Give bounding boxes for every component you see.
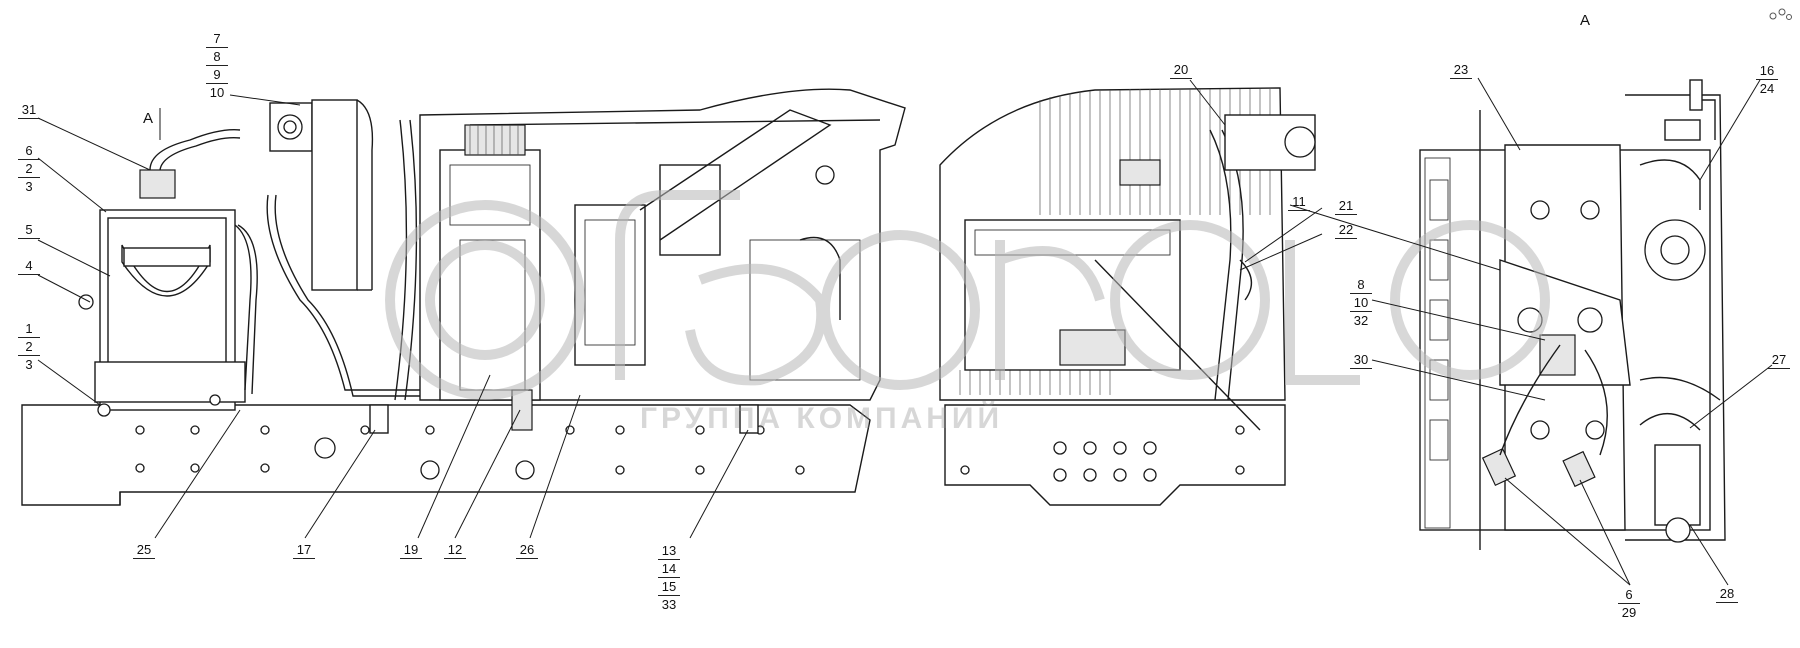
callout-23: 23: [1450, 62, 1472, 79]
frame-holes-middle: [960, 425, 1245, 482]
callout-20: 20: [1170, 62, 1192, 79]
callout-7: 7: [206, 30, 228, 48]
callout-3b: 3: [25, 357, 33, 372]
leader-lines: [37, 77, 1773, 586]
callout-3: 3: [25, 179, 33, 194]
callout-21: 21: [1335, 198, 1357, 215]
callout-5: 5: [18, 222, 40, 239]
callout-30: 30: [1350, 352, 1372, 369]
corner-logo-icon: [1769, 8, 1792, 20]
frame-holes-left: [135, 425, 805, 480]
callout-15: 15: [658, 578, 680, 596]
left-view: [21, 88, 906, 506]
callout-stack-13-33: 13 14 15 33: [658, 542, 680, 613]
terminal-6a: [1481, 447, 1517, 487]
callout-stack-6-3: 6 2 3: [18, 142, 40, 195]
callout-stack-1-3: 1 2 3: [18, 320, 40, 373]
callout-9: 9: [206, 66, 228, 84]
watermark-text: ГРУППА КОМПАНИЙ: [640, 402, 1004, 435]
callout-stack-16-24: 16 24: [1756, 62, 1778, 97]
component-28: [1654, 444, 1701, 526]
terminal-6b: [1562, 450, 1596, 488]
angle-bracket-11: [1499, 259, 1631, 386]
clip-12: [511, 389, 533, 431]
callout-32: 32: [1353, 313, 1369, 328]
view-marker-left: А: [143, 110, 154, 127]
clip-13: [739, 404, 759, 434]
callout-11: 11: [1288, 194, 1310, 211]
watermark-logo: [385, 190, 1550, 400]
callout-13: 13: [658, 542, 680, 560]
callout-26: 26: [516, 542, 538, 559]
callout-8b: 8: [1350, 276, 1372, 294]
callout-29: 29: [1621, 605, 1637, 620]
view-marker-right: А: [1580, 12, 1591, 29]
callout-27: 27: [1768, 352, 1790, 369]
callout-14: 14: [658, 560, 680, 578]
callout-stack-7-10: 7 8 9 10: [206, 30, 228, 101]
callout-28: 28: [1716, 586, 1738, 603]
callout-12: 12: [444, 542, 466, 559]
right-view-a: [1419, 79, 1726, 550]
battery-box: [78, 129, 258, 417]
callout-10b: 10: [1350, 294, 1372, 312]
callout-17: 17: [293, 542, 315, 559]
callout-4: 4: [18, 258, 40, 275]
callout-33: 33: [661, 597, 677, 612]
callout-19: 19: [400, 542, 422, 559]
callout-31: 31: [18, 102, 40, 119]
engine-block: [394, 88, 906, 401]
callout-stack-6-29: 6 29: [1618, 586, 1640, 621]
callout-16: 16: [1756, 62, 1778, 80]
battery-cable-19: [266, 194, 601, 393]
callout-10: 10: [209, 85, 225, 100]
frame-rail-left: [21, 404, 871, 506]
callout-2b: 2: [18, 338, 40, 356]
callout-1: 1: [18, 320, 40, 338]
callout-24: 24: [1759, 81, 1775, 96]
callout-25: 25: [133, 542, 155, 559]
callout-stack-8-32: 8 10 32: [1350, 276, 1372, 329]
callout-8: 8: [206, 48, 228, 66]
relay-20: [1224, 114, 1316, 171]
clip-17: [369, 404, 389, 434]
callout-22: 22: [1335, 222, 1357, 239]
callout-6: 6: [18, 142, 40, 160]
callout-6b: 6: [1618, 586, 1640, 604]
callout-2: 2: [18, 160, 40, 178]
frame-rail-middle: [944, 404, 1286, 506]
battery-disconnect-switch: [269, 99, 374, 291]
